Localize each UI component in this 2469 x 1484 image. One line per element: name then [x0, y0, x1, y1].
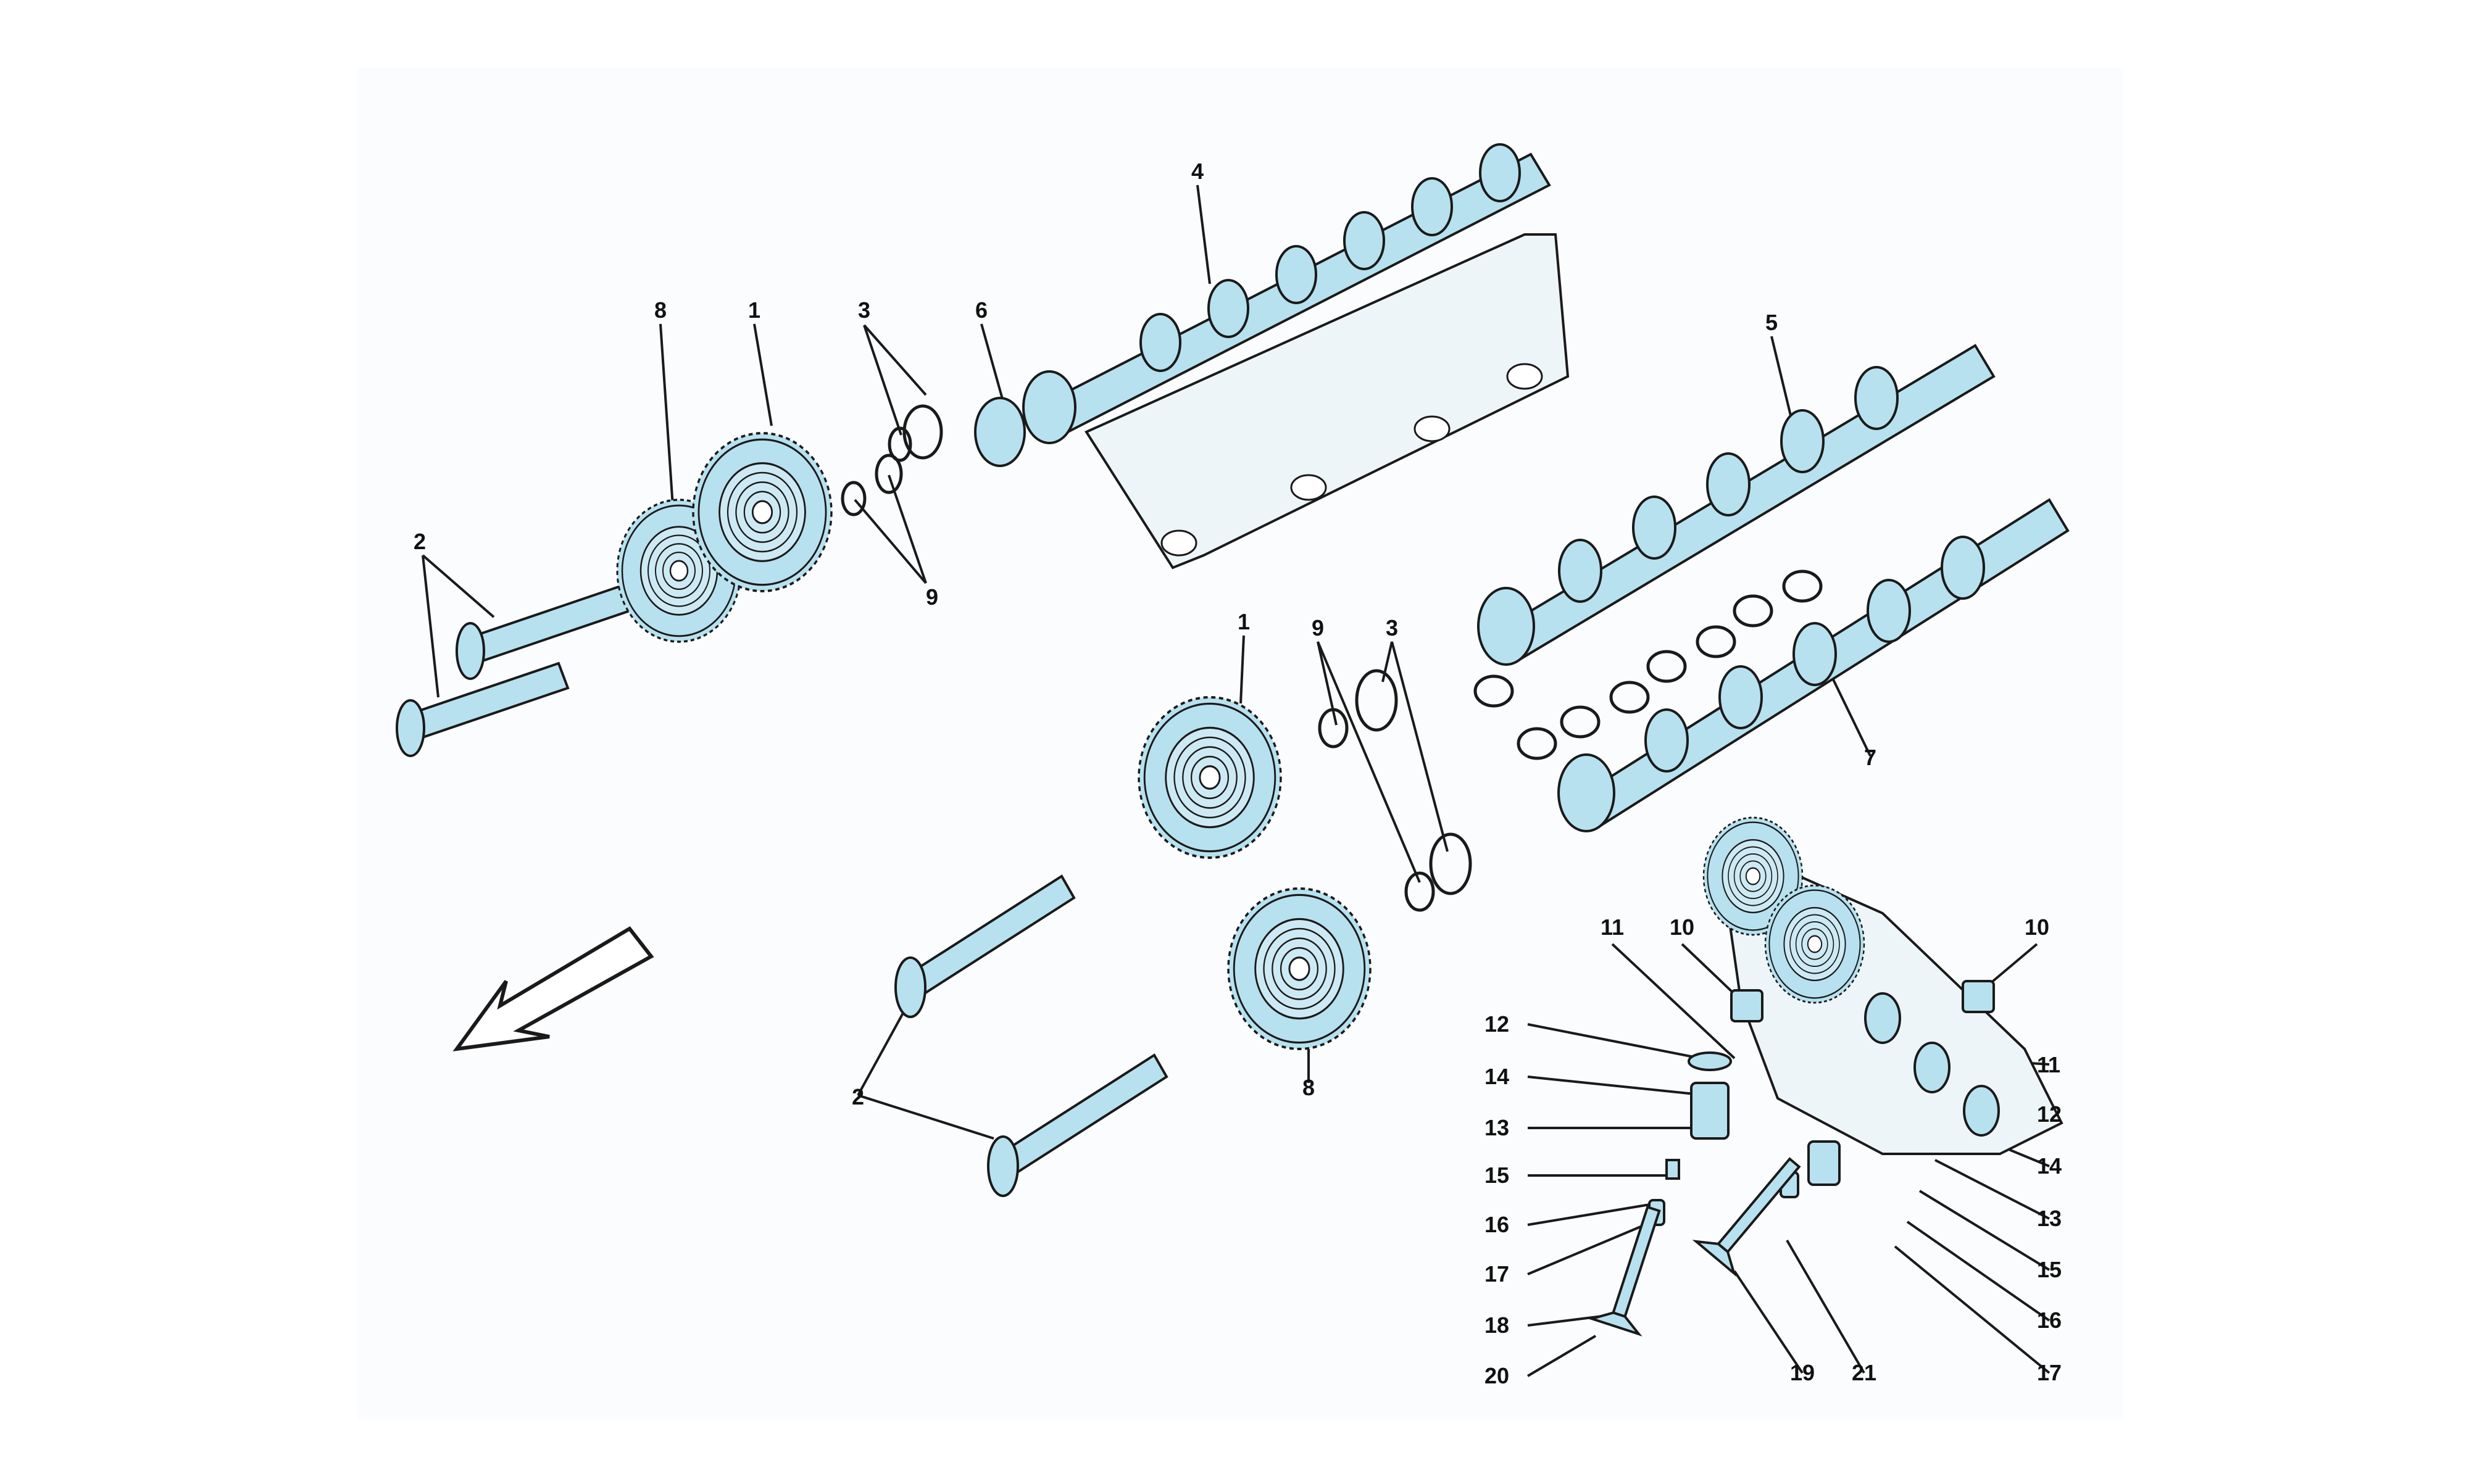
callout-17-left: 17: [1484, 1261, 1509, 1287]
camshaft-5-assembly: [1477, 344, 1996, 666]
callout-3-middle: 3: [1386, 615, 1398, 640]
callout-12-right: 12: [2037, 1101, 2062, 1127]
callout-7: 7: [1864, 745, 1876, 770]
callout-10-left: 10: [1670, 914, 1694, 940]
callout-9-middle: 9: [1312, 615, 1324, 640]
direction-arrow-icon: [452, 926, 654, 1051]
callout-2-middle: 2: [852, 1084, 864, 1109]
callout-15-right: 15: [2037, 1257, 2062, 1282]
callout-11-right: 11: [2037, 1052, 2060, 1077]
callout-5: 5: [1765, 310, 1778, 335]
callout-1-upper: 1: [748, 297, 760, 323]
middle-bolt-1: [894, 874, 1076, 1018]
callout-17-right: 17: [2037, 1360, 2062, 1385]
callout-21: 21: [1852, 1360, 1876, 1385]
callout-6: 6: [975, 297, 988, 323]
left-valve-stack: [1590, 1051, 1732, 1335]
callout-13-left: 13: [1484, 1115, 1509, 1140]
callout-4: 4: [1191, 159, 1204, 184]
callout-19: 19: [1790, 1360, 1815, 1385]
callout-10-right: 10: [2025, 914, 2049, 940]
callout-13-right: 13: [2037, 1206, 2062, 1231]
callout-8-middle: 8: [1302, 1075, 1315, 1100]
callout-15-left: 15: [1484, 1163, 1509, 1188]
upper-seal-rings: [841, 404, 943, 516]
callout-9-upper: 9: [926, 584, 938, 610]
middle-seal-rings: [1318, 669, 1472, 912]
camshaft-7-assembly: [1473, 498, 2070, 832]
leader-lines: [422, 184, 2051, 1377]
callout-14-left: 14: [1484, 1064, 1509, 1089]
callout-8-upper: 8: [654, 297, 667, 323]
callout-18: 18: [1484, 1312, 1509, 1338]
camshaft-4-assembly: [974, 143, 1570, 570]
callout-20: 20: [1484, 1363, 1509, 1388]
lower-cylinder-head: [1702, 816, 2063, 1155]
upper-bolt-1: [396, 661, 570, 757]
upper-phaser-intake: [692, 432, 833, 592]
callout-3-upper: 3: [858, 297, 870, 323]
right-valve-stack: [1694, 1140, 1841, 1275]
callout-1-middle: 1: [1238, 609, 1250, 634]
callout-14-right: 14: [2037, 1153, 2062, 1179]
middle-phaser-lower: [1227, 887, 1372, 1050]
callout-11-left: 11: [1601, 914, 1624, 940]
middle-phaser-upper: [1138, 696, 1282, 859]
callout-2-upper: 2: [414, 529, 426, 554]
callout-16-right: 16: [2037, 1308, 2062, 1333]
middle-bolt-2: [987, 1053, 1168, 1197]
callout-16-left: 16: [1484, 1212, 1509, 1237]
callout-12-left: 12: [1484, 1011, 1509, 1037]
